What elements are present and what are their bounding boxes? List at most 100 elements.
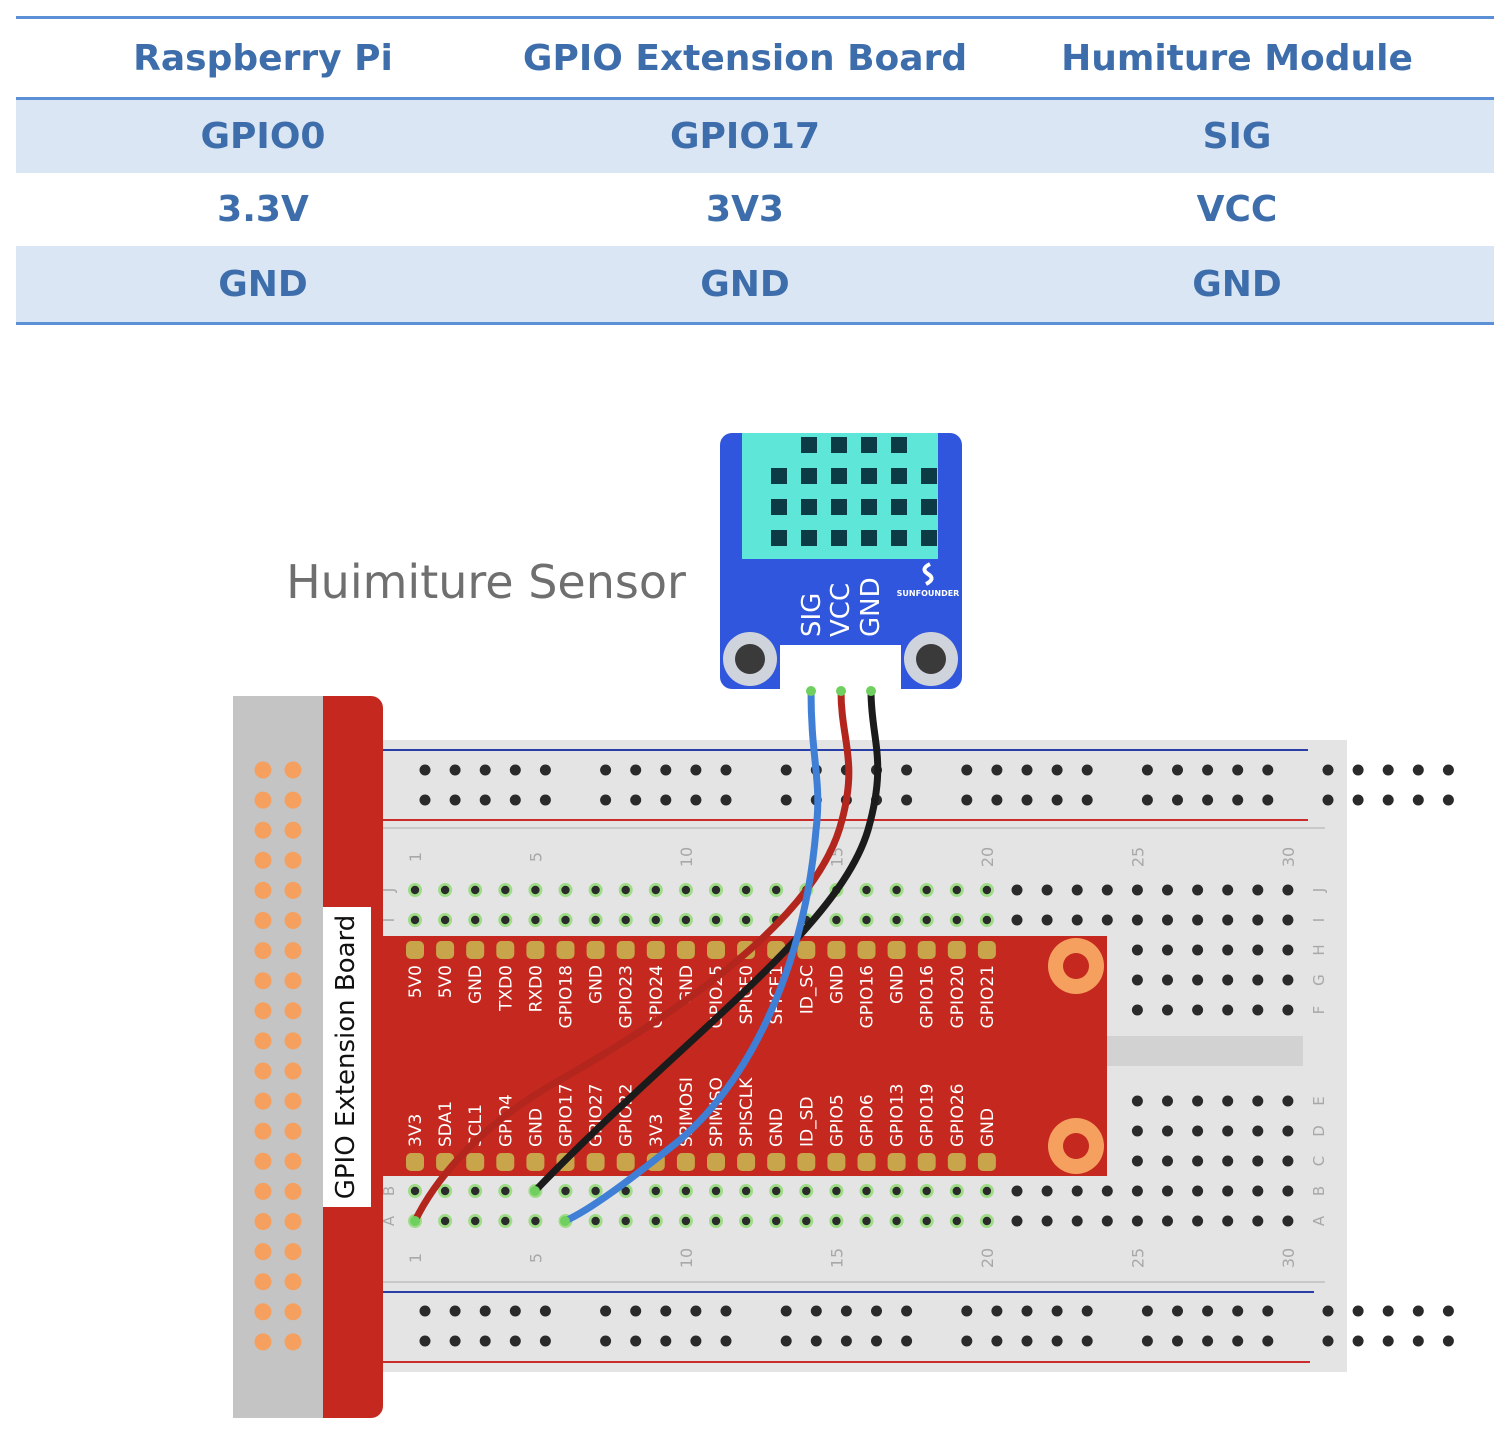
rail-hole [961, 1305, 973, 1317]
cobbler-pin [947, 941, 966, 959]
row-letter: E [1310, 1096, 1328, 1105]
rail-hole [1382, 794, 1394, 806]
breadboard-hole [952, 1216, 961, 1226]
header-pin [284, 821, 302, 839]
breadboard-hole [952, 885, 961, 895]
cobbler-pin-label: GPIO16 [858, 965, 878, 1028]
header-pin [254, 1032, 272, 1050]
rail-hole [901, 1305, 913, 1317]
ground-wire [531, 687, 882, 1195]
rail-hole [449, 794, 461, 806]
breadboard-hole [651, 1216, 660, 1226]
rail-hole [509, 794, 521, 806]
rail-hole [1081, 1305, 1093, 1317]
breadboard-hole [1252, 1185, 1264, 1197]
cobbler-pin [616, 1153, 635, 1171]
breadboard-hole [681, 915, 691, 925]
sensor-grill [771, 468, 787, 484]
cobbler-pin [917, 941, 936, 959]
sensor-grill [831, 468, 847, 484]
breadboard-hole [952, 915, 961, 925]
rail-hole [1442, 1335, 1454, 1347]
breadboard-hole [832, 1216, 841, 1226]
rail-hole [840, 1335, 852, 1347]
breadboard-hole [922, 1216, 931, 1226]
rail-hole [630, 794, 642, 806]
header-pin [284, 791, 302, 809]
cobbler-pin [977, 1153, 996, 1171]
breadboard-hole [440, 885, 450, 895]
breadboard-hole [772, 1186, 781, 1196]
cobbler-pin [586, 1153, 605, 1171]
sensor-grill [801, 437, 817, 453]
rail-hole [1322, 764, 1334, 776]
cobbler-pin-label: GND [587, 965, 607, 1004]
breadboard-hole [1252, 884, 1264, 896]
rail-hole [991, 794, 1003, 806]
breadboard-hole [531, 885, 540, 895]
cobbler-pin-label: GND [526, 1108, 546, 1147]
breadboard-hole [1282, 1185, 1294, 1197]
signal-wire [561, 687, 822, 1225]
wire-end [560, 1216, 570, 1226]
header-pin [284, 912, 302, 929]
breadboard-hole [651, 885, 660, 895]
rail-hole [1232, 764, 1244, 776]
breadboard-hole [410, 1186, 420, 1196]
breadboard-hole [772, 885, 781, 895]
header-pin [254, 1273, 272, 1291]
rail-hole [1352, 794, 1364, 806]
rail-hole [901, 764, 913, 776]
cobbler-pin [737, 1153, 756, 1171]
cobbler-pin [646, 941, 665, 959]
sensor-grill [801, 530, 817, 546]
header-pin [284, 1303, 302, 1321]
sensor-grill [861, 530, 877, 546]
cobbler-pin [556, 941, 575, 959]
cobbler-pin [676, 1153, 695, 1171]
column-number: 25 [1128, 847, 1147, 867]
header-pin [284, 1092, 302, 1110]
rail-hole [720, 1305, 732, 1317]
breadboard-hole [1192, 1125, 1204, 1137]
header-pin [284, 972, 302, 990]
breadboard-hole [471, 915, 480, 925]
cobbler-pin-label: ID_SC [797, 965, 817, 1014]
breadboard-hole [1071, 914, 1083, 926]
sensor-grill [801, 499, 817, 515]
cobbler-pin [406, 941, 424, 959]
cobbler-pin-label: TXD0 [496, 965, 516, 1012]
rail-hole [720, 764, 732, 776]
rail-hole [660, 764, 672, 776]
header-pin [284, 1273, 302, 1291]
column-number: 25 [1128, 1248, 1147, 1268]
cobbler-pin-label: 3V3 [406, 1114, 426, 1147]
rail-hole [690, 1305, 702, 1317]
rail-hole [539, 1335, 551, 1347]
header-pin [284, 851, 302, 869]
board-label-panel [323, 907, 371, 1207]
rail-hole [871, 1305, 882, 1317]
table-cell: GND [700, 263, 790, 305]
rail-hole [419, 1335, 431, 1347]
breadboard-hole [922, 1186, 931, 1196]
cobbler-pin [466, 941, 485, 959]
rail-hole [600, 764, 612, 776]
rail-hole [1442, 794, 1454, 806]
column-number: 15 [827, 1248, 846, 1268]
rail-hole [720, 1335, 732, 1347]
header-pin [254, 942, 272, 960]
breadboard-hole [832, 915, 841, 925]
cobbler-pin-label: SPISCLK [737, 1077, 757, 1147]
rail-hole [720, 794, 732, 806]
rail-hole [1352, 1305, 1364, 1317]
breadboard-hole [1011, 884, 1023, 896]
rail-hole [1322, 1335, 1334, 1347]
breadboard-hole [1162, 1185, 1173, 1197]
breadboard-hole [1252, 914, 1264, 926]
cobbler-pin [827, 941, 846, 959]
breadboard-hole [1162, 1215, 1173, 1227]
sensor-grill [891, 437, 907, 453]
rail-hole [630, 1305, 642, 1317]
